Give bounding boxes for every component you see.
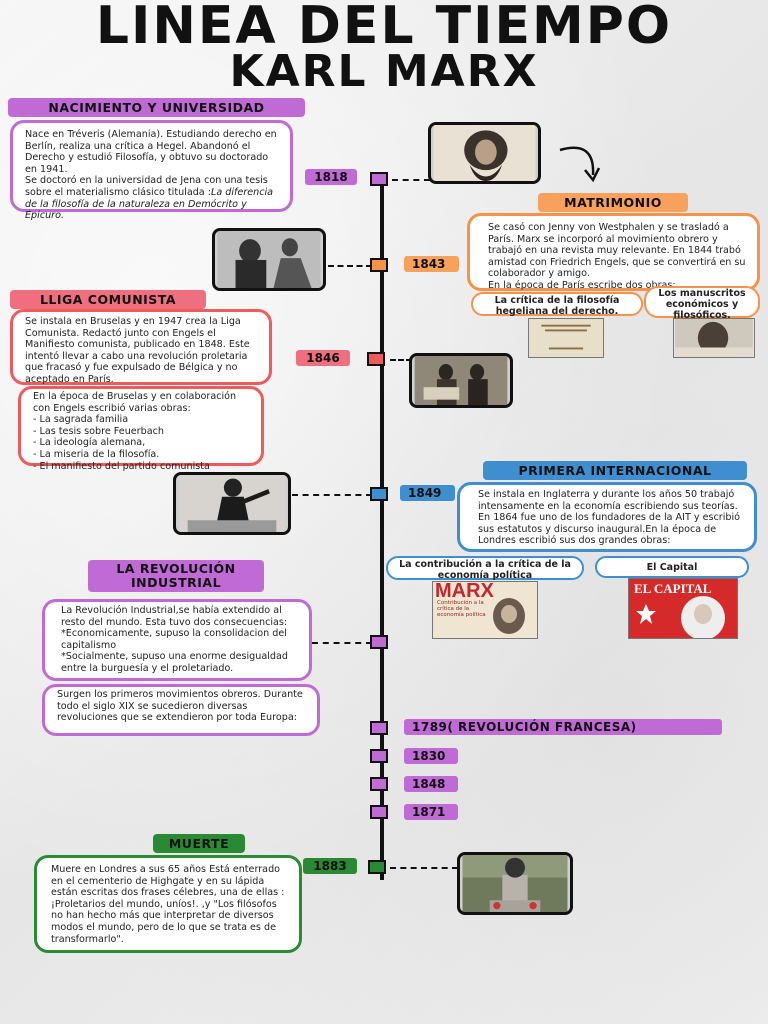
timeline-marker-1789 [370,721,388,735]
header-muerte: MUERTE [153,834,245,853]
cover-title-marx: MARX [435,581,494,602]
timeline-marker-1818 [370,172,388,186]
highgate-tomb-photo [457,852,573,915]
revolution-1871: 1871 [404,804,458,820]
liga-work-item: - La sagrada familia [33,414,129,426]
revolucion-economic: *Economicamente, supuso la consolidacion… [61,628,287,651]
timeline-marker-revolucion [370,635,388,649]
nacimiento-thesis-title: La diferencia de la filosofía de la natu… [25,186,274,222]
timeline-marker-1871 [370,805,388,819]
connector-1846 [390,359,412,361]
connector-1883 [390,867,458,869]
marx-portrait [428,122,541,184]
nacimiento-thesis-text: Se doctoró en la universidad de Jena con… [25,175,268,198]
movimientos-text-box: Surgen los primeros movimientos obreros.… [42,684,320,736]
nacimiento-text-box: Nace en Tréveris (Alemania). Estudiando … [10,120,293,221]
header-nacimiento: NACIMIENTO Y UNIVERSIDAD [8,98,305,117]
timeline-marker-1843 [370,258,388,272]
work-contribucion-label: La contribución a la crítica de la econo… [386,556,584,581]
muerte-text: Muere en Londres a sus 65 años Está ente… [51,864,285,945]
liga-work-item: - El manifiesto del partido comunista [33,460,210,472]
revolution-1830: 1830 [404,748,458,764]
year-1843: 1843 [404,256,459,272]
page-subtitle: KARL MARX [229,46,539,97]
book-cover-hegel [528,318,604,358]
year-1846: 1846 [296,350,350,366]
liga-work-item: - Las tesis sobre Feuerbach [33,425,164,437]
internacional-text2: En 1864 fue uno de los fundadores de la … [478,512,740,547]
liga-work-item: - La ideología alemana, [33,437,146,449]
liga-work-item: - La miseria de la filosofía. [33,448,160,460]
liga-works-box: En la época de Bruselas y en colaboració… [18,386,264,472]
internacional-text: Se instala en Inglaterra y durante los a… [478,489,738,512]
header-revolucion-line2: INDUSTRIAL [130,575,222,590]
matrimonio-text-box: Se casó con Jenny von Westphalen y se tr… [467,213,760,291]
liga-text: Se instala en Bruselas y en 1947 crea la… [25,316,250,385]
year-1818: 1818 [305,169,357,185]
header-liga-comunista: LLIGA COMUNISTA [10,290,206,309]
connector-1843 [328,265,372,267]
header-revolucion-industrial: LA REVOLUCIÓN INDUSTRIAL [88,560,264,592]
curved-arrow-icon [559,146,601,183]
work-manuscritos-label: Los manuscritos económicos y filosóficos… [644,286,760,321]
header-revolucion-line1: LA REVOLUCIÓN [116,561,236,576]
connector-1849 [292,494,372,496]
revolucion-text: La Revolución Industrial,se había extend… [61,605,288,628]
marx-engels-painting [409,353,513,408]
internacional-text-box: Se instala en Inglaterra y durante los a… [457,482,757,552]
book-cover-contribucion: MARX Contribución a la crítica de la eco… [432,581,538,639]
timeline-marker-1830 [370,749,388,763]
header-matrimonio: MATRIMONIO [538,193,688,212]
timeline-axis [380,175,384,880]
page-title: LINEA DEL TIEMPO [95,0,673,56]
timeline-marker-1846 [367,352,385,366]
liga-works-intro: En la época de Bruselas y en colaboració… [33,391,237,414]
connector-1818 [392,179,430,181]
marx-jenny-photo [212,228,326,291]
cover-title-el-capital: EL CAPITAL [634,581,712,596]
cover-subtitle: Contribución a la crítica de la economía… [437,600,486,618]
work-el-capital-label: El Capital [595,556,749,578]
book-cover-el-capital: EL CAPITAL [628,578,738,639]
matrimonio-text2: En la época de París escribe dos obras: [488,279,676,291]
revolucion-social: *Socialmente, supuso una enorme desigual… [61,651,288,674]
book-cover-manuscritos [673,318,755,358]
work-hegel-label: La crítica de la filosofía hegeliana del… [471,292,643,317]
revolution-1848: 1848 [404,776,458,792]
muerte-text-box: Muere en Londres a sus 65 años Está ente… [34,855,302,953]
connector-revolucion [312,642,372,644]
matrimonio-text: Se casó con Jenny von Westphalen y se tr… [488,222,746,280]
revolution-1789: 1789( REVOLUCIÓN FRANCESA) [404,719,722,735]
marx-speech-painting [173,472,291,535]
year-1849: 1849 [400,485,455,501]
movimientos-text: Surgen los primeros movimientos obreros.… [57,689,303,724]
revolucion-text-box: La Revolución Industrial,se había extend… [42,599,312,681]
header-primera-internacional: PRIMERA INTERNACIONAL [483,461,747,480]
timeline-marker-1848 [370,777,388,791]
timeline-marker-1849 [370,487,388,501]
nacimiento-text: Nace en Tréveris (Alemania). Estudiando … [25,129,277,175]
timeline-marker-1883 [368,860,386,874]
year-1883: 1883 [303,858,357,874]
liga-text-box: Se instala en Bruselas y en 1947 crea la… [10,309,272,385]
